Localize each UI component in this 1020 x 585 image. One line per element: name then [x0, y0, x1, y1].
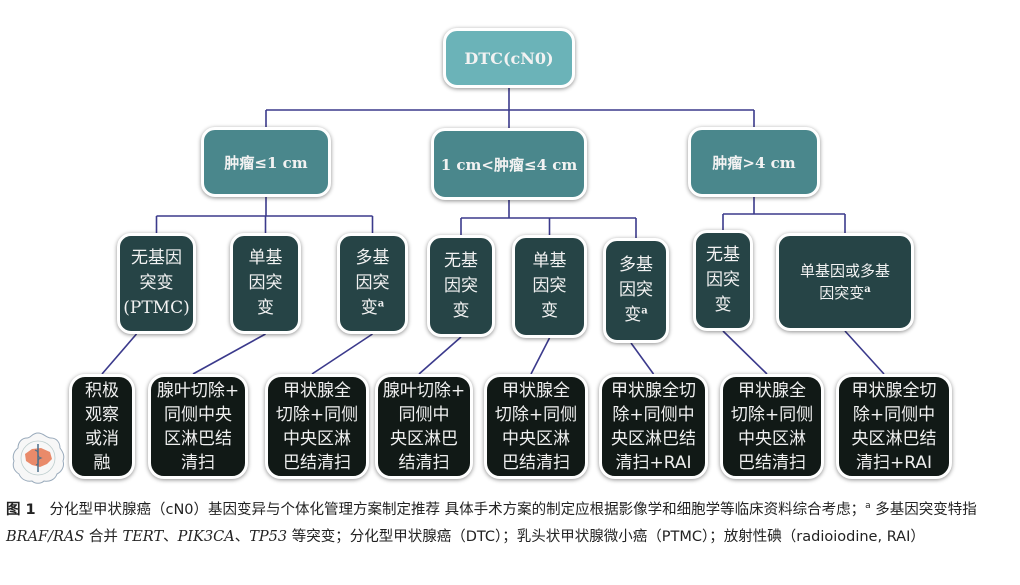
gene-name: BRAF/RAS	[6, 528, 85, 545]
treatment-label: 甲状腺全 切除+同侧 中央区淋 巴结清扫	[494, 380, 578, 473]
figure-label: 图 1	[6, 501, 36, 518]
connector-diagonal	[192, 333, 266, 375]
caption-text: 、	[163, 528, 178, 545]
mutation-node: 多基 因突 变a	[337, 233, 408, 334]
mutation-label: 无基 因突 变	[706, 245, 740, 315]
root-label: DTC(cN0)	[464, 48, 554, 68]
treatment-node: 甲状腺全切 除+同侧中 央区淋巴结 清扫+RAI	[836, 374, 952, 479]
mutation-node: 单基 因突 变	[230, 233, 301, 334]
treatment-label: 甲状腺全 切除+同侧 中央区淋 巴结清扫	[730, 380, 814, 473]
mutation-node: 无基 因突 变	[693, 230, 753, 331]
treatment-node: 积极 观察 或消 融	[69, 374, 135, 479]
size-label: 肿瘤>4 cm	[712, 153, 796, 172]
mutation-label: 单基因或多基 因突变	[799, 262, 890, 302]
mutation-label: 多基 因突 变	[355, 248, 390, 318]
mutation-node: 多基 因突 变a	[603, 238, 669, 343]
connector-diagonal	[630, 342, 655, 375]
footnote-marker: a	[865, 501, 871, 511]
figure-caption: 图 1 分化型甲状腺癌（cN0）基因变异与个体化管理方案制定推荐 具体手术方案的…	[6, 493, 1016, 551]
mutation-label: 单基 因突 变	[248, 248, 283, 318]
connector-diagonal	[418, 336, 462, 375]
size-node-large: 肿瘤>4 cm	[688, 127, 820, 197]
caption-text: 多基因突变特指	[870, 501, 977, 518]
caption-text: 、	[234, 528, 250, 545]
mutation-node: 无基因 突变 (PTMC)	[117, 233, 196, 334]
connector-diagonal	[530, 337, 551, 375]
footnote-marker: a	[641, 305, 648, 317]
size-node-small: 肿瘤≤1 cm	[201, 127, 331, 197]
treatment-label: 甲状腺全 切除+同侧 中央区淋 巴结清扫	[275, 380, 359, 473]
cma-logo-icon	[10, 430, 66, 486]
root-node: DTC(cN0)	[443, 28, 575, 88]
connector-diagonal	[722, 330, 768, 375]
size-label: 1 cm<肿瘤≤4 cm	[440, 155, 578, 174]
size-node-medium: 1 cm<肿瘤≤4 cm	[431, 128, 587, 200]
treatment-node: 腺叶切除+ 同侧中 央区淋巴 结清扫	[375, 374, 473, 479]
gene-name: PIK3CA	[177, 528, 235, 545]
gene-name: TP53	[249, 528, 288, 545]
mutation-label: 无基因 突变 (PTMC)	[123, 248, 190, 318]
mutation-node: 单基 因突 变	[512, 235, 587, 338]
treatment-node: 甲状腺全 切除+同侧 中央区淋 巴结清扫	[484, 374, 588, 479]
treatment-node: 腺叶切除+ 同侧中央 区淋巴结 清扫	[148, 374, 248, 479]
mutation-label: 无基 因突 变	[444, 250, 478, 321]
size-label: 肿瘤≤1 cm	[224, 153, 308, 172]
connector-lines	[101, 88, 885, 375]
connector-diagonal	[101, 333, 138, 375]
connector-diagonal	[311, 333, 373, 375]
treatment-label: 积极 观察 或消 融	[85, 380, 119, 473]
flowchart: DTC(cN0) 肿瘤≤1 cm 1 cm<肿瘤≤4 cm 肿瘤>4 cm 无基…	[10, 28, 952, 486]
mutation-label: 单基 因突 变	[532, 251, 567, 321]
gene-name: TERT	[122, 528, 164, 545]
treatment-node: 甲状腺全 切除+同侧 中央区淋 巴结清扫	[265, 374, 369, 479]
caption-text: 合并	[84, 528, 123, 545]
treatment-label: 腺叶切除+ 同侧中 央区淋巴 结清扫	[382, 380, 466, 473]
treatment-label: 甲状腺全切 除+同侧中 央区淋巴结 清扫+RAI	[611, 380, 696, 473]
treatment-label: 甲状腺全切 除+同侧中 央区淋巴结 清扫+RAI	[851, 380, 937, 473]
treatment-label: 腺叶切除+ 同侧中央 区淋巴结 清扫	[156, 380, 240, 473]
treatment-node: 甲状腺全切 除+同侧中 央区淋巴结 清扫+RAI	[599, 374, 708, 479]
footnote-marker: a	[864, 284, 871, 295]
connector-diagonal	[844, 330, 885, 375]
mutation-label: 多基 因突 变	[619, 255, 653, 325]
caption-title: 分化型甲状腺癌（cN0）基因变异与个体化管理方案制定推荐 具体手术方案的制定应根…	[49, 501, 866, 518]
caption-text: 等突变；分化型甲状腺癌（DTC）；乳头状甲状腺微小癌（PTMC）；放射性碘（ra…	[287, 528, 925, 545]
mutation-node: 单基因或多基 因突变a	[776, 233, 914, 331]
footnote-marker: a	[377, 298, 385, 310]
mutation-node: 无基 因突 变	[427, 235, 495, 337]
treatment-node: 甲状腺全 切除+同侧 中央区淋 巴结清扫	[720, 374, 824, 479]
